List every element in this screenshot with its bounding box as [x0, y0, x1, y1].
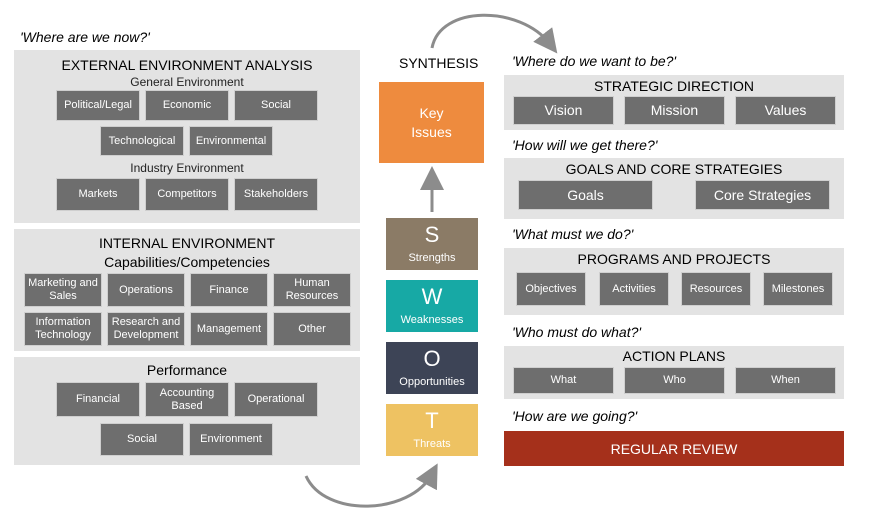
- chip-accounting-based: Accounting Based: [145, 382, 229, 417]
- chip-goals: Goals: [518, 180, 653, 210]
- question-how-get-there: 'How will we get there?': [512, 137, 658, 153]
- programs-title: PROGRAMS AND PROJECTS: [577, 251, 771, 267]
- question-what-must-do: 'What must we do?': [512, 226, 634, 242]
- industry-environment-label: Industry Environment: [130, 161, 244, 175]
- question-where-now: 'Where are we now?': [20, 29, 150, 45]
- chip-social-performance: Social: [100, 423, 184, 456]
- chip-core-strategies: Core Strategies: [695, 180, 830, 210]
- chip-markets: Markets: [56, 178, 140, 211]
- chip-competitors: Competitors: [145, 178, 229, 211]
- chip-marketing-sales: Marketing and Sales: [24, 273, 102, 307]
- external-environment-panel: EXTERNAL ENVIRONMENT ANALYSIS General En…: [14, 50, 360, 223]
- chip-objectives: Objectives: [516, 272, 586, 306]
- chip-what: What: [513, 367, 614, 394]
- strategic-title: STRATEGIC DIRECTION: [594, 78, 754, 94]
- swot-word-threats: Threats: [413, 438, 451, 450]
- chip-mission: Mission: [624, 96, 725, 125]
- chip-financial: Financial: [56, 382, 140, 417]
- question-how-going: 'How are we going?': [512, 408, 638, 424]
- swot-strengths: S Strengths: [386, 218, 478, 270]
- internal-subtitle: Capabilities/Competencies: [104, 254, 270, 270]
- chip-information-technology: Information Technology: [24, 312, 102, 346]
- chip-when: When: [735, 367, 836, 394]
- external-title: EXTERNAL ENVIRONMENT ANALYSIS: [61, 57, 313, 73]
- chip-management: Management: [190, 312, 268, 346]
- chip-environment-performance: Environment: [189, 423, 273, 456]
- chip-milestones: Milestones: [763, 272, 833, 306]
- chip-other: Other: [273, 312, 351, 346]
- internal-environment-panel: INTERNAL ENVIRONMENT Capabilities/Compet…: [14, 229, 360, 351]
- chip-finance: Finance: [190, 273, 268, 307]
- swot-word-weaknesses: Weaknesses: [400, 314, 464, 326]
- swot-opportunities: O Opportunities: [386, 342, 478, 394]
- programs-panel: PROGRAMS AND PROJECTS Objectives Activit…: [504, 248, 844, 315]
- chip-who: Who: [624, 367, 725, 394]
- strategic-direction-panel: STRATEGIC DIRECTION Vision Mission Value…: [504, 75, 844, 130]
- goals-panel: GOALS AND CORE STRATEGIES Goals Core Str…: [504, 158, 844, 219]
- question-where-want: 'Where do we want to be?': [512, 53, 677, 69]
- performance-panel: Performance Financial Accounting Based O…: [14, 357, 360, 465]
- swot-weaknesses: W Weaknesses: [386, 280, 478, 332]
- chip-environmental: Environmental: [189, 126, 273, 156]
- question-who-must-do: 'Who must do what?': [512, 324, 642, 340]
- key-issues-box: Key Issues: [379, 82, 484, 163]
- regular-review-bar: REGULAR REVIEW: [504, 431, 844, 466]
- chip-values: Values: [735, 96, 836, 125]
- arrow-analysis-to-swot: [304, 463, 438, 508]
- performance-title: Performance: [146, 362, 228, 378]
- chip-economic: Economic: [145, 90, 229, 121]
- chip-technological: Technological: [100, 126, 184, 156]
- arrow-synthesis-to-direction: [430, 13, 558, 54]
- internal-title: INTERNAL ENVIRONMENT: [98, 235, 276, 251]
- swot-word-strengths: Strengths: [408, 252, 456, 264]
- swot-threats: T Threats: [386, 404, 478, 456]
- swot-word-opportunities: Opportunities: [399, 376, 465, 388]
- chip-operational: Operational: [234, 382, 318, 417]
- chip-operations: Operations: [107, 273, 185, 307]
- chip-stakeholders: Stakeholders: [234, 178, 318, 211]
- swot-letter-t: T: [425, 408, 439, 433]
- swot-letter-w: W: [421, 284, 443, 309]
- chip-resources: Resources: [681, 272, 751, 306]
- action-title: ACTION PLANS: [622, 348, 726, 364]
- swot-letter-s: S: [424, 222, 440, 247]
- goals-title: GOALS AND CORE STRATEGIES: [565, 161, 783, 177]
- general-environment-label: General Environment: [130, 75, 244, 89]
- chip-human-resources: Human Resources: [273, 273, 351, 307]
- chip-vision: Vision: [513, 96, 614, 125]
- chip-political-legal: Political/Legal: [56, 90, 140, 121]
- chip-social: Social: [234, 90, 318, 121]
- synthesis-title: SYNTHESIS: [399, 55, 479, 71]
- chip-research-development: Research and Development: [107, 312, 185, 346]
- swot-letter-o: O: [423, 346, 441, 371]
- chip-activities: Activities: [599, 272, 669, 306]
- action-plans-panel: ACTION PLANS What Who When: [504, 346, 844, 399]
